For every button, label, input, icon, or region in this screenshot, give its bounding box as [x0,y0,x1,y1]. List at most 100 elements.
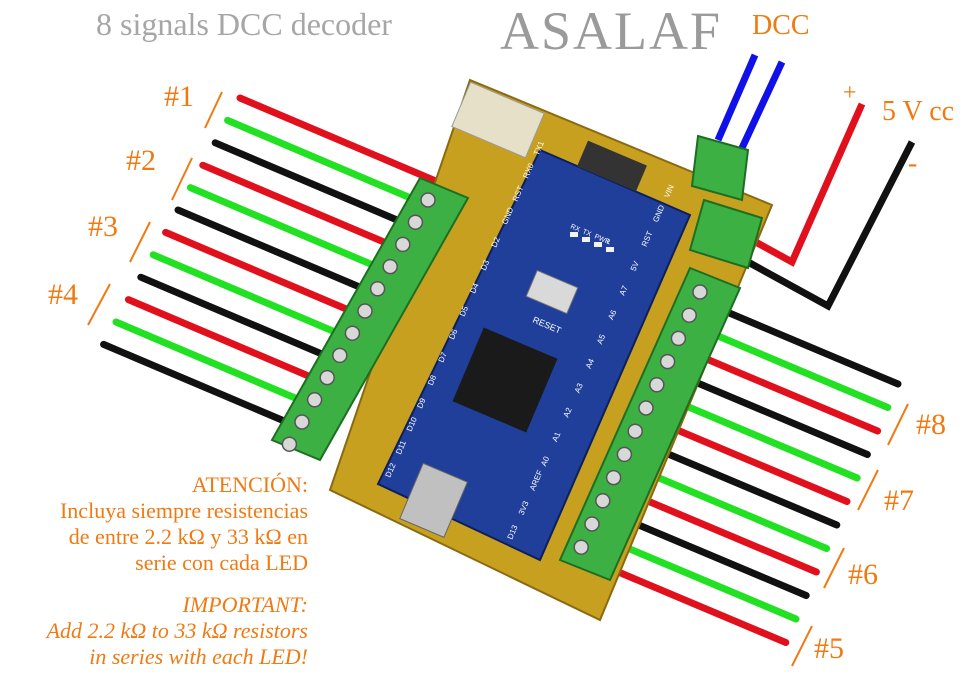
brand-logo: ASALAF [500,1,723,61]
left-screws [281,192,436,452]
signal-label-4: #4 [48,278,78,311]
signal-wire [100,340,306,432]
terminal-screw [294,414,310,430]
terminal-screw [420,192,436,208]
signal-wire [633,465,831,552]
dcc-wire-1 [714,53,759,142]
signal-wire [149,251,355,343]
terminal-screw [616,446,633,463]
pin-label: D6 [447,327,459,340]
signal-label-2: #2 [126,144,156,177]
pin-label: A6 [606,308,618,321]
signal-label-5: #5 [814,632,844,665]
signal-wire [592,559,790,646]
note-en-line-1: IMPORTANT: [182,592,308,617]
divider-3 [129,221,151,263]
left-signal-wires [100,94,442,432]
minus-wire [746,140,916,311]
terminal-screw [605,469,622,486]
pin-label: A5 [595,333,607,346]
dcc-wire-2 [738,60,786,150]
signal-label-6: #6 [848,558,878,591]
terminal-screw [395,236,411,253]
signal-wire [211,139,417,231]
signal-wire [186,184,392,276]
terminal-screw [344,325,361,341]
signal-wire [694,324,892,411]
pin-header [577,140,647,192]
right-signal-wires [592,300,902,646]
signal-wire [162,228,368,320]
divider-8 [887,403,909,446]
pin-label: A1 [550,430,562,443]
page-title: 8 signals DCC decoder [96,6,392,42]
status-led [570,232,578,237]
warning-note-es: ATENCIÓN: Incluya siempre resistencias d… [60,472,308,576]
terminal-screw [659,353,676,370]
terminal-screw [681,307,697,323]
status-led [606,247,614,252]
pin-label: A3 [573,381,585,394]
signal-wire [174,206,380,298]
note-es-line-2: Incluya siempre resistencias [59,498,308,523]
terminal-screw [407,214,424,230]
terminal-screw [670,330,687,347]
terminal-screw [627,423,643,439]
terminal-screw [595,493,611,509]
signal-wire [663,394,861,482]
terminal-dcc [690,134,750,202]
terminal-screw [573,539,589,555]
terminal-screw [369,281,386,297]
pin-label: A4 [584,357,596,370]
divider-2 [171,157,193,201]
divider-5 [791,625,813,667]
status-led [594,242,602,247]
relay-component [451,81,545,159]
signal-wire [704,300,902,388]
minus-label: - [908,148,918,179]
divider-7 [857,469,879,511]
note-es-line-1: ATENCIÓN: [191,472,308,497]
terminal-screw [382,258,398,275]
divider-6 [823,547,845,589]
note-es-line-3: de entre 2.2 kΩ y 33 kΩ en [68,524,308,549]
plus-label: + [843,80,857,106]
microcontroller-chip [452,327,558,433]
pin-label: D4 [468,281,480,294]
terminal-screw [319,369,335,386]
pin-label: D8 [426,373,438,386]
signal-label-7: #7 [884,484,914,517]
led-label: RX [569,223,581,233]
terminal-screw [306,392,323,408]
signal-wire [673,371,871,458]
terminal-screw [584,516,600,532]
note-en-line-2: Add 2.2 kΩ to 33 kΩ resistors [46,618,308,643]
signal-wire [684,347,882,435]
pin-label: A2 [562,406,574,419]
dcc-label: DCC [752,10,810,41]
terminal-power [688,198,764,270]
signal-label-1: #1 [164,80,194,113]
signal-wire [612,512,810,599]
led-label: TX [581,228,592,238]
signal-wire [653,418,851,505]
led-label: L [605,238,611,246]
signal-wire [112,318,318,410]
terminal-screw [692,284,708,300]
terminal-screw [649,377,665,393]
signal-label-8: #8 [916,408,946,441]
pin-label: 5V [629,259,641,272]
dividers [87,91,909,667]
signal-wire [199,161,405,253]
signal-wire [622,488,820,576]
reset-button [525,269,579,315]
signal-wire [124,296,330,388]
signal-wire [602,535,800,623]
terminal-screw [638,400,654,416]
warning-note-en: IMPORTANT: Add 2.2 kΩ to 33 kΩ resistors… [47,592,308,670]
pin-label: D2 [490,235,502,248]
terminal-screw [332,347,348,364]
divider-1 [204,91,223,129]
signal-label-3: #3 [88,210,118,243]
